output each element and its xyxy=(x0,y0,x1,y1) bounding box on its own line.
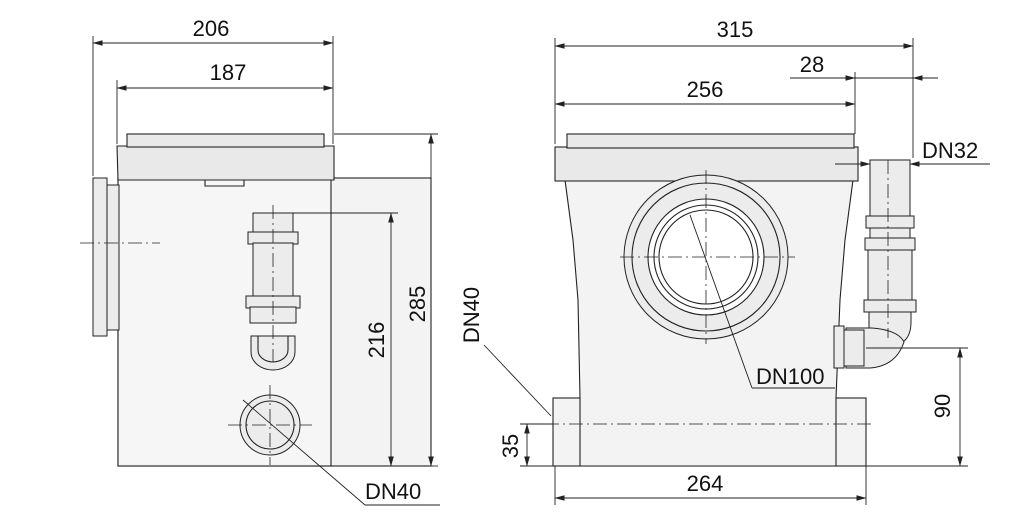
front-inlet-large-label: DN100 xyxy=(756,364,824,389)
side-height-inlet-label: 216 xyxy=(364,322,389,359)
front-view: 315 256 28 DN32 DN100 DN40 35 264 xyxy=(459,17,990,505)
side-lid-tab xyxy=(204,180,245,187)
front-width-overall-label: 315 xyxy=(717,17,754,42)
side-height-overall-label: 285 xyxy=(405,286,430,323)
side-width-overall-label: 206 xyxy=(193,16,230,41)
front-lid-top xyxy=(566,133,855,149)
side-lid xyxy=(116,145,335,181)
front-width-lid-label: 256 xyxy=(687,77,724,102)
side-view: DN40 206 187 285 216 xyxy=(80,16,440,506)
front-pipe-offset-label: 28 xyxy=(800,52,824,77)
front-outlet-label: DN32 xyxy=(922,138,978,163)
side-inlet-label: DN40 xyxy=(365,479,421,504)
side-rear-flange xyxy=(92,177,108,337)
front-base-height-label: 35 xyxy=(498,434,523,458)
side-rear-flange-inner xyxy=(106,184,120,331)
side-lid-top xyxy=(126,133,325,148)
front-base-width-label: 264 xyxy=(687,471,724,496)
front-inlet-small-label: DN40 xyxy=(459,287,484,343)
front-side-inlet-height-label: 90 xyxy=(930,394,955,418)
side-width-body-label: 187 xyxy=(210,60,247,85)
